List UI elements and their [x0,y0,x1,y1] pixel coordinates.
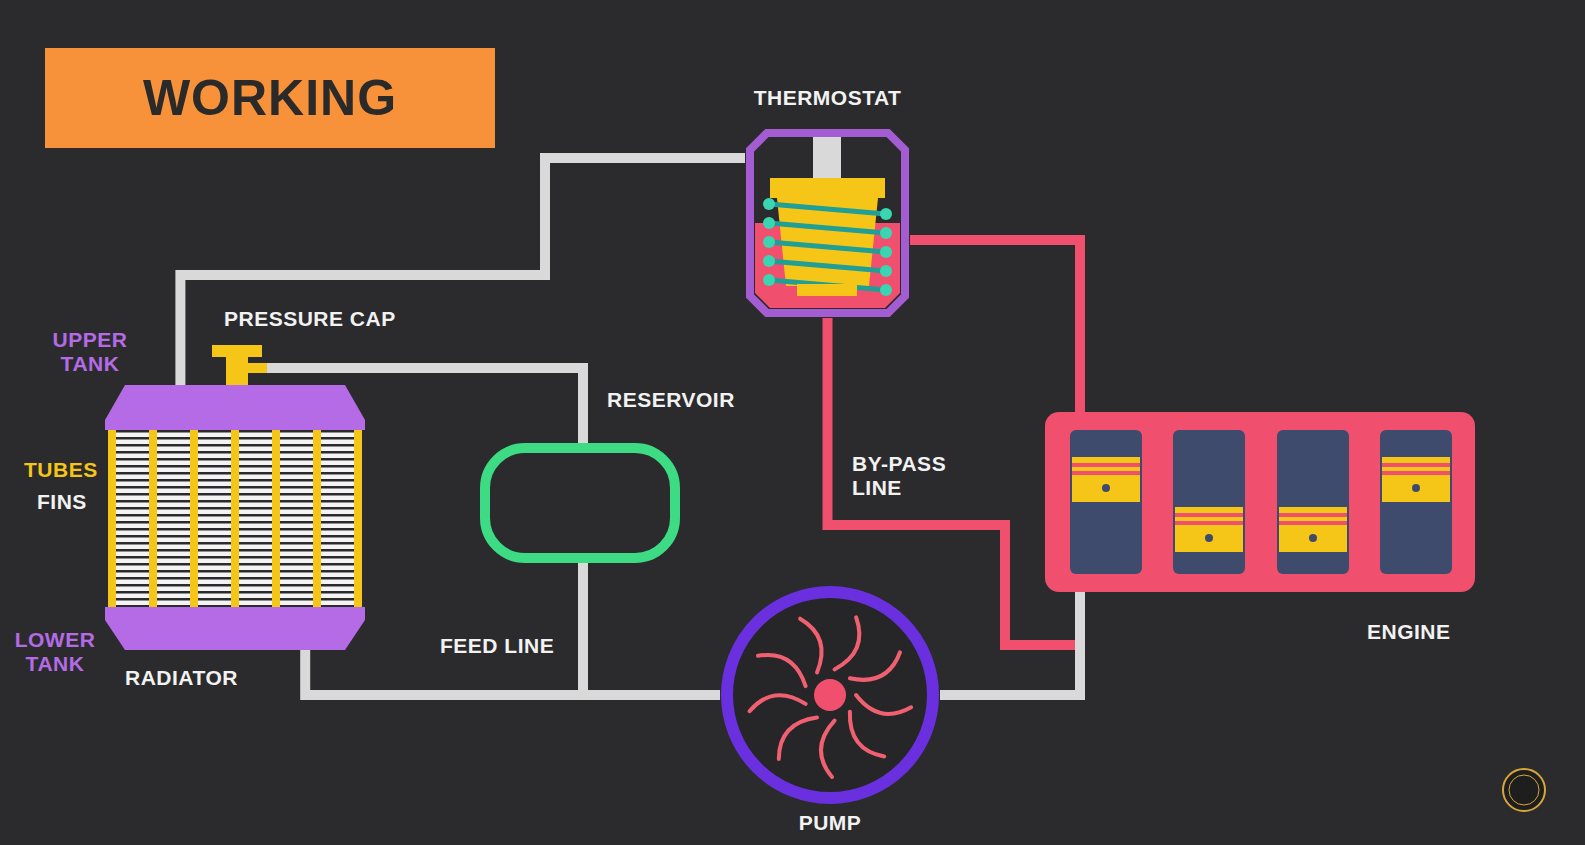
spring-end [763,217,775,229]
impeller-blade [850,712,884,757]
engine-node: ENGINE [1045,412,1475,592]
impeller-blade [821,721,835,777]
radiator-label: RADIATOR [125,666,238,690]
piston [1382,457,1450,502]
logo-inner [1509,775,1539,805]
thermostat-node: THERMOSTAT [745,128,910,318]
thermostat-shape [745,128,910,318]
part-label: FINS [37,490,87,514]
radiator-tube [190,430,198,608]
engine-label: ENGINE [1367,620,1451,644]
piston-ring [1382,463,1450,467]
title-banner: WORKING [45,48,495,148]
reservoir-node: RESERVOIR [480,443,680,563]
pipe-label: FEED LINE [440,634,554,658]
spring-end [880,227,892,239]
spring-end [763,236,775,248]
spring-coil [769,261,886,271]
cap-neck [226,357,248,385]
spring-end [880,265,892,277]
radiator-core [108,430,362,608]
piston-ring [1175,521,1243,525]
part-label: LOWER TANK [10,628,100,676]
impeller-blade [750,695,806,711]
impeller-blade [758,655,806,686]
radiator-tube [354,430,362,608]
piston-ring [1072,471,1140,475]
impeller-blade [800,619,821,673]
coolant-pipe [180,158,745,385]
pump-label: PUMP [720,811,940,835]
logo-ring [1503,769,1545,811]
piston-pin [1412,484,1420,492]
spring-end [880,208,892,220]
spring-end [880,246,892,258]
piston [1175,507,1243,552]
radiator-tube [313,430,321,608]
piston-ring [1279,521,1347,525]
part-label: UPPER TANK [45,328,135,376]
pump-housing [727,592,933,798]
engine-shape [1045,412,1475,592]
pump-shape [720,585,940,805]
pipe-label: BY-PASS LINE [852,452,962,500]
impeller-blade [835,617,860,669]
piston-pin [1205,534,1213,542]
piston [1072,457,1140,502]
reservoir-shape [480,443,680,563]
piston [1279,507,1347,552]
impeller-hub [814,679,846,711]
part-label: TUBES [24,458,98,482]
spring-coil [769,204,886,214]
radiator-shape [105,385,365,650]
thermostat-base [797,284,857,296]
thermostat-stem [813,137,841,179]
pump-node: PUMP [720,585,940,805]
cylinder [1070,430,1142,574]
impeller-blade [856,695,911,714]
piston-ring [1279,513,1347,517]
radiator-tube [108,430,116,608]
reservoir-outline [485,448,675,558]
upper-tank [105,385,365,430]
piston-ring [1175,513,1243,517]
pressure-cap-label: PRESSURE CAP [224,307,396,331]
coolant-pipe [940,592,1080,695]
piston-pin [1309,534,1317,542]
radiator-node: RADIATOR [105,385,365,650]
spring-end [880,284,892,296]
impeller-blade [779,718,817,760]
engine-block [1045,412,1475,592]
thermostat-label: THERMOSTAT [725,86,930,110]
spring-coil [769,223,886,233]
cap-top [212,345,262,357]
radiator-tube [272,430,280,608]
lower-tank [105,607,365,650]
coolant-pipe [583,563,720,695]
cylinder [1380,430,1452,574]
piston-ring [1382,471,1450,475]
radiator-tube [149,430,157,608]
piston-pin [1102,484,1110,492]
watermark-logo [1503,769,1545,811]
impeller-blade [850,652,900,680]
spring-end [763,255,775,267]
pressure-cap-shape [212,345,267,385]
radiator-tube [231,430,239,608]
coolant-pipe [910,240,1080,412]
thermostat-valve [770,178,885,198]
spring-coil [769,242,886,252]
title-text: WORKING [143,69,397,127]
spring-end [763,198,775,210]
cylinder [1173,430,1245,574]
cylinder [1277,430,1349,574]
thermostat-housing [750,133,905,313]
pressure-cap-node: PRESSURE CAP [212,345,267,385]
spring-end [763,274,775,286]
reservoir-label: RESERVOIR [607,388,735,412]
piston-ring [1072,463,1140,467]
cap-outlet [248,363,267,373]
